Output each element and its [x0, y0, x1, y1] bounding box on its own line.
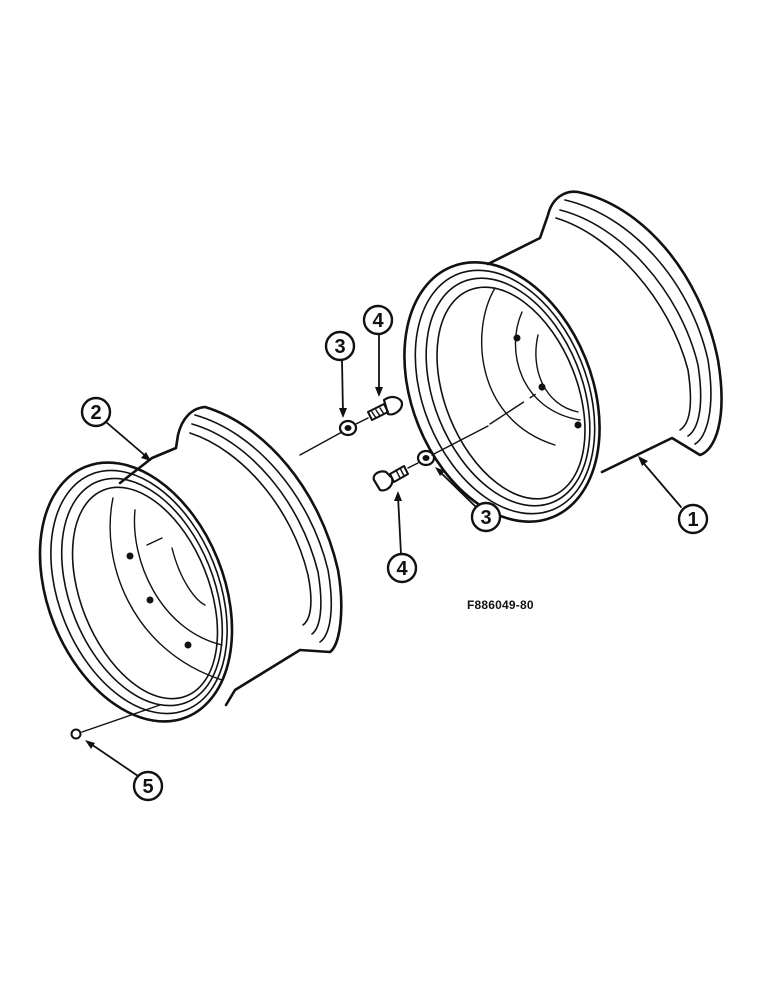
svg-text:5: 5	[142, 776, 153, 798]
svg-text:3: 3	[480, 507, 491, 529]
svg-text:3: 3	[334, 336, 345, 358]
washer-upper	[338, 419, 358, 437]
alignment-lines	[81, 389, 543, 733]
svg-text:1: 1	[687, 509, 698, 531]
svg-text:2: 2	[90, 402, 101, 424]
bolt-upper	[367, 395, 404, 421]
valve-plug	[70, 728, 82, 740]
callout-4-upper[interactable]: 4	[362, 304, 394, 397]
callout-2[interactable]: 2	[80, 396, 151, 461]
callout-3-lower[interactable]: 3	[435, 467, 502, 533]
bolt-lower	[372, 465, 409, 492]
wheel-rim-1	[403, 190, 723, 523]
callout-4-lower[interactable]: 4	[386, 491, 418, 584]
callout-1[interactable]: 1	[638, 456, 709, 535]
figure-id-label: F886049-80	[467, 598, 534, 612]
callout-3-upper[interactable]: 3	[324, 330, 356, 418]
wheel-rim-2	[38, 405, 343, 723]
svg-text:4: 4	[372, 310, 384, 332]
callout-5[interactable]: 5	[85, 740, 164, 802]
svg-text:4: 4	[396, 558, 408, 580]
washer-lower	[416, 449, 436, 467]
